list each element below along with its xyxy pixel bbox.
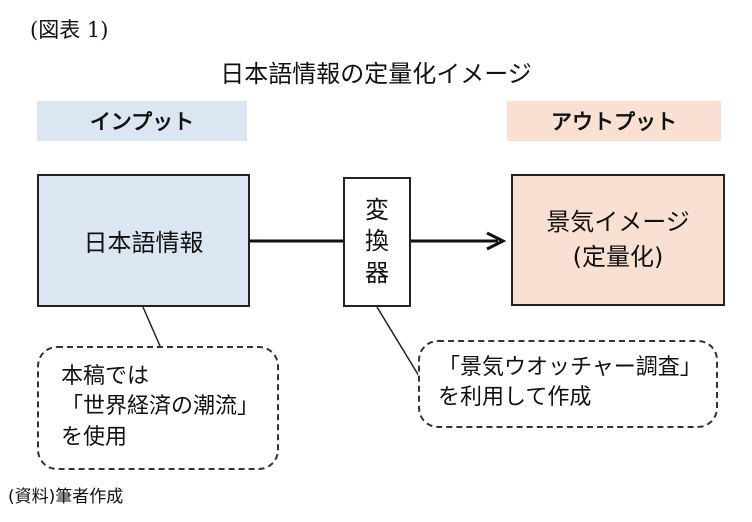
input-note-line: 「世界経済の潮流」 <box>61 394 260 420</box>
output-note-pointer <box>376 306 423 382</box>
input-note-pointer <box>142 306 161 347</box>
output-note-line: 「景気ウオッチャー調査」 <box>438 355 702 380</box>
output-header-label: アウトプット <box>551 110 677 134</box>
converter-node: 変 換 器 <box>343 177 411 307</box>
figure-label: (図表 1) <box>30 18 109 42</box>
input-note-line: を使用 <box>61 424 128 450</box>
diagram-title: 日本語情報の定量化イメージ <box>220 60 532 88</box>
converter-char: 器 <box>365 258 389 287</box>
input-node: 日本語情報 <box>37 174 250 307</box>
converter-char: 換 <box>365 227 389 256</box>
output-note-line: を利用して作成 <box>438 385 592 411</box>
input-header-label: インプット <box>89 110 195 134</box>
converter-char: 変 <box>365 196 389 225</box>
input-header: インプット <box>37 101 247 141</box>
arrow-head <box>486 231 507 251</box>
output-node-label: 景気イメージ <box>546 208 690 237</box>
output-header: アウトプット <box>507 101 721 141</box>
input-note-callout: 本稿では 「世界経済の潮流」 を使用 <box>37 346 279 470</box>
input-note-line: 本稿では <box>61 364 150 389</box>
output-note-callout: 「景気ウオッチャー調査」 を利用して作成 <box>418 340 718 428</box>
input-node-label: 日本語情報 <box>83 229 204 257</box>
output-node-sublabel: (定量化) <box>572 243 664 271</box>
source-note: (資料)筆者作成 <box>8 487 124 507</box>
output-node: 景気イメージ (定量化) <box>511 174 725 306</box>
